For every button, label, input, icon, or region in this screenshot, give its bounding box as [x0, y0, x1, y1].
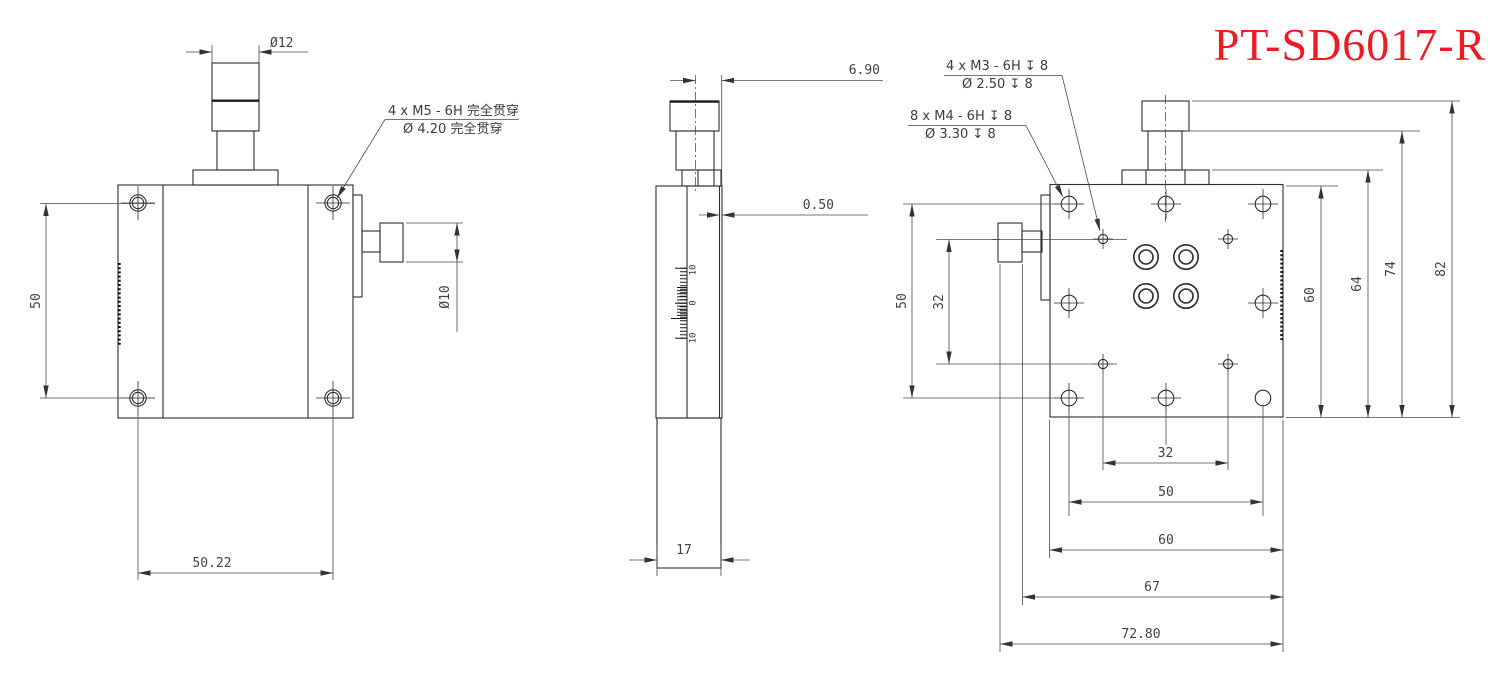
dim-knob-offset: 6.90 — [849, 63, 880, 78]
dim-left-hole-span: 50 — [895, 293, 910, 309]
front-view-dimensions: Ø12 50 50.22 Ø10 4 x M5 - 6H 完全贯穿 Ø 4.20… — [29, 36, 519, 580]
dim-shaft-diameter: Ø10 — [438, 285, 453, 308]
scale-label-mid: 0 — [689, 300, 699, 305]
top-view-holes — [1053, 188, 1279, 414]
dim-knob-diameter: Ø12 — [270, 36, 293, 51]
scale-label-top: 10 — [689, 265, 699, 276]
scale-label-bot: 10 — [689, 333, 699, 344]
note-m4-line1: 8 x M4 - 6H ↧ 8 — [910, 109, 1012, 124]
dim-bottom-inner-span: 32 — [1158, 446, 1174, 461]
side-view-body — [655, 75, 723, 569]
dim-total-width: 72.80 — [1121, 627, 1160, 642]
front-view: Ø12 50 50.22 Ø10 4 x M5 - 6H 完全贯穿 Ø 4.20… — [29, 36, 519, 580]
plain-hole — [1254, 389, 1272, 407]
top-view: 50 32 60 64 74 82 — [895, 59, 1460, 652]
dim-bottom-hole-span: 50 — [1158, 485, 1174, 500]
top-view-body — [997, 95, 1284, 418]
dim-left-inner-span: 32 — [932, 294, 947, 310]
side-view-dimensions: 6.90 0.50 17 — [629, 63, 883, 576]
note-m4-line2: Ø 3.30 ↧ 8 — [925, 127, 996, 142]
dim-front-height: 50 — [29, 293, 44, 309]
front-view-body — [117, 62, 404, 419]
note-m3-line2: Ø 2.50 ↧ 8 — [962, 77, 1033, 92]
note-m5-line1: 4 x M5 - 6H 完全贯穿 — [388, 103, 519, 119]
dim-plate-width: 60 — [1158, 533, 1174, 548]
dim-total-height: 82 — [1434, 261, 1449, 277]
dim-flange-height: 64 — [1350, 276, 1365, 292]
side-view: 10 0 10 6.90 0.50 17 — [629, 63, 883, 576]
part-number-title: PT-SD6017-R — [1214, 19, 1487, 70]
dim-plate-height: 60 — [1303, 287, 1318, 303]
dim-knob-step-height: 74 — [1384, 261, 1399, 277]
note-m5-line2: Ø 4.20 完全贯穿 — [403, 121, 502, 137]
vernier-ticks — [671, 287, 687, 319]
note-m3-line1: 4 x M3 - 6H ↧ 8 — [946, 59, 1048, 74]
dim-body-thickness: 17 — [676, 543, 692, 558]
dim-plate-gap: 0.50 — [803, 198, 834, 213]
vernier-scale: 10 0 10 — [671, 265, 699, 344]
front-view-holes — [120, 185, 351, 416]
top-view-dimensions: 50 32 60 64 74 82 — [895, 59, 1460, 652]
dim-front-width: 50.22 — [192, 556, 231, 571]
dim-knob-span: 67 — [1144, 580, 1160, 595]
